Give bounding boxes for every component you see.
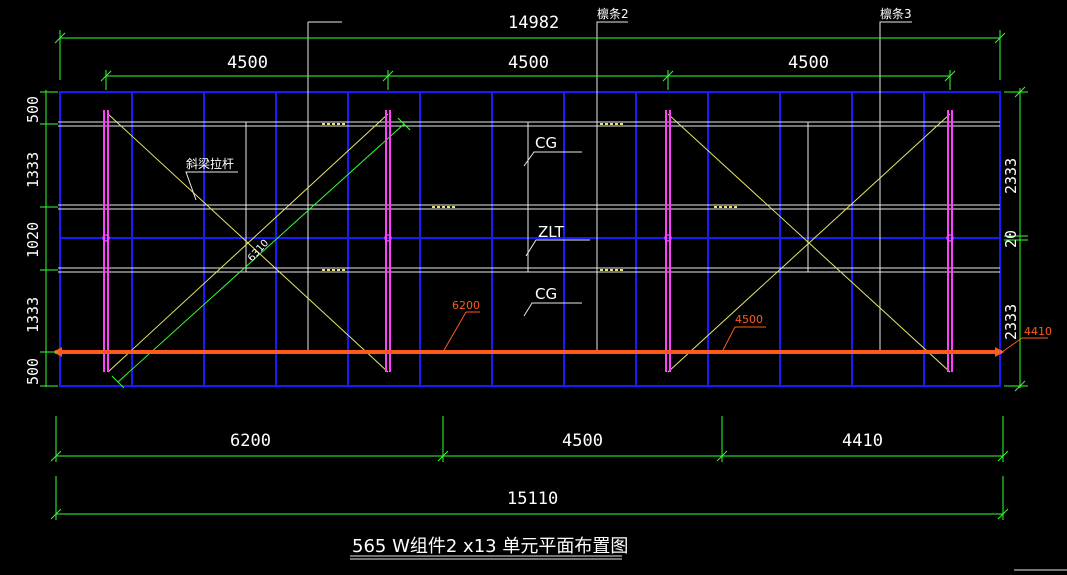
dim-left-3: 1020 bbox=[24, 222, 42, 258]
dim-right-3: 2333 bbox=[1002, 304, 1020, 340]
frame-grid bbox=[59, 91, 1001, 387]
title-underline bbox=[350, 555, 622, 560]
orange-label-6200: 6200 bbox=[452, 299, 480, 312]
dim-right-1: 2333 bbox=[1002, 158, 1020, 194]
label-cg-top: CG bbox=[535, 134, 557, 152]
dim-left-2: 1333 bbox=[24, 152, 42, 188]
label-zlt: ZLT bbox=[538, 223, 565, 241]
post-nodes bbox=[102, 234, 954, 242]
dim-left-4: 1333 bbox=[24, 297, 42, 333]
label-diagonal-brace: 斜梁拉杆 bbox=[186, 156, 234, 171]
purlin-label-2: 檩条2 bbox=[597, 6, 629, 21]
white-verticals bbox=[245, 22, 881, 352]
dim-top-span-2: 4500 bbox=[508, 53, 549, 73]
dim-left-1: 500 bbox=[24, 96, 42, 123]
bottom-dimension-lines bbox=[50, 416, 1009, 520]
orange-label-4500: 4500 bbox=[735, 313, 763, 326]
top-dimension-lines bbox=[54, 30, 1006, 90]
purlins bbox=[58, 121, 1000, 273]
orange-beam bbox=[53, 311, 1048, 357]
left-dimension-lines bbox=[40, 90, 58, 387]
dim-left-5: 500 bbox=[24, 358, 42, 385]
dim-bottom-span-2: 4500 bbox=[562, 431, 603, 451]
orange-label-4410: 4410 bbox=[1024, 325, 1052, 338]
splice-marks bbox=[322, 123, 738, 271]
purlin-label-3: 檩条3 bbox=[880, 6, 912, 21]
dim-top-span-1: 4500 bbox=[227, 53, 268, 73]
dim-top-span-3: 4500 bbox=[788, 53, 829, 73]
drawing-title: 565 W组件2 x13 单元平面布置图 bbox=[352, 536, 628, 557]
right-dimension-lines bbox=[1004, 86, 1028, 392]
purlin-leaders bbox=[308, 21, 912, 25]
dim-right-2: 20 bbox=[1002, 230, 1020, 248]
dim-bottom-span-3: 4410 bbox=[842, 431, 883, 451]
label-cg-bottom: CG bbox=[535, 285, 557, 303]
dim-bottom-span-1: 6200 bbox=[230, 431, 271, 451]
dim-bottom-overall: 15110 bbox=[507, 489, 558, 509]
diagonal-braces bbox=[107, 113, 951, 373]
member-leaders bbox=[185, 151, 590, 317]
dim-top-overall: 14982 bbox=[508, 13, 559, 33]
diagonal-dimension bbox=[111, 117, 411, 389]
